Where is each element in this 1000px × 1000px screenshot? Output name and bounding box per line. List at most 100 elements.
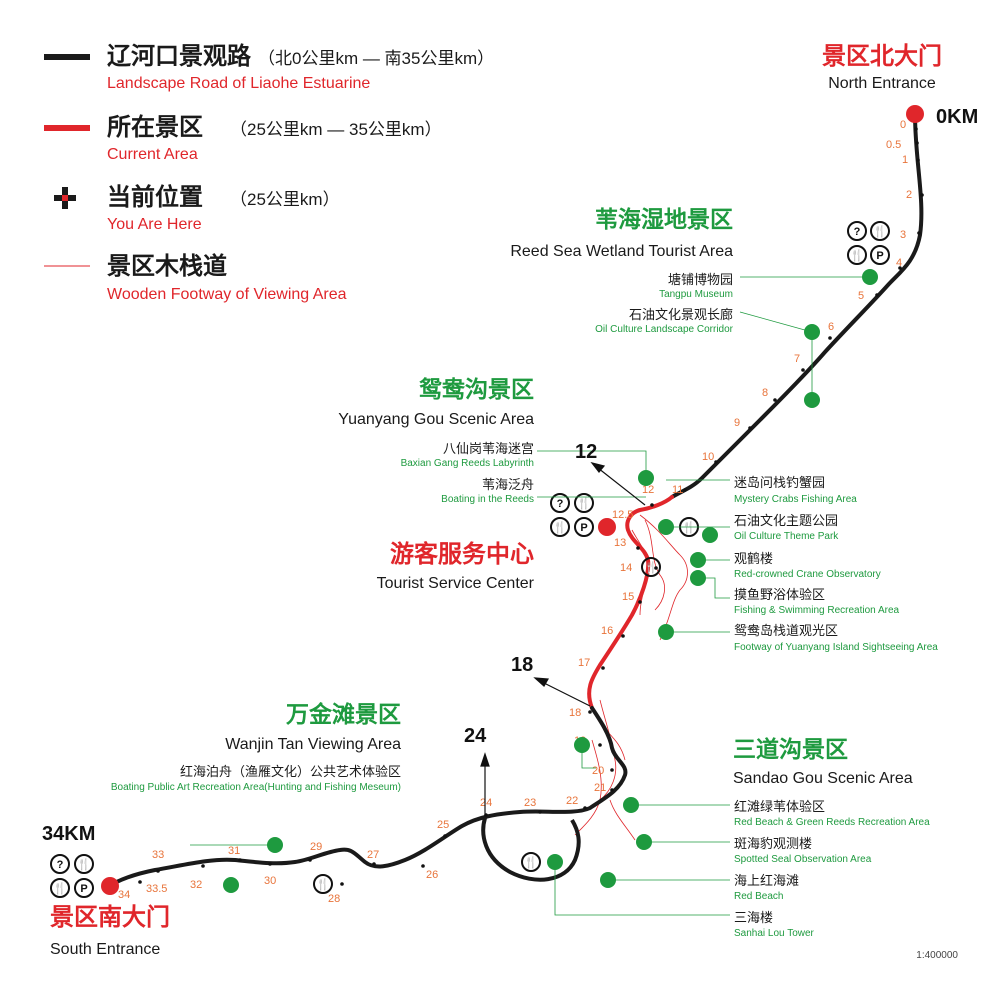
arrow-label-12: 12 [575,441,597,463]
legend: 辽河口景观路 （北0公里km — 南35公里km） Landscape Road… [44,42,494,303]
wanjin-area-cn: 万金滩景区 [286,701,401,727]
reed-sea-area-cn: 苇海湿地景区 [595,206,733,232]
km-8: 8 [762,387,768,399]
km-18: 18 [569,707,581,719]
north-entrance-en: North Entrance [828,75,936,92]
food-icon: 🍴 [644,561,658,574]
facility-icon-glyphs: ? 🍴 🍴 P ? 🍴 🍴 P 🍴 🍴 ? 🍴 🍴 P 🍴 🍴 [53,225,887,895]
km-26: 26 [426,869,438,881]
south-entrance-cn: 景区南大门 [50,903,170,931]
km-21: 21 [594,782,606,794]
poi-fishing-en: Fishing & Swimming Recreation Area [734,605,900,616]
parking-icon: P [876,250,883,262]
sandao-area-cn: 三道沟景区 [733,736,848,762]
parking-icon: P [80,883,87,895]
km-14: 14 [620,562,632,574]
reed-sea-area-en: Reed Sea Wetland Tourist Area [510,243,733,260]
legend-road-range: （北0公里km — 南35公里km） [258,49,494,68]
km-29: 29 [310,841,322,853]
km-10: 10 [702,451,714,463]
poi-sanhai-en: Sanhai Lou Tower [734,928,815,939]
legend-here-en: You Are Here [107,216,202,233]
south-entrance: 34KM 景区南大门 South Entrance [42,823,170,958]
poi-footway-island-en: Footway of Yuanyang Island Sightseeing A… [734,642,938,653]
poi-red-beach-cn: 海上红海滩 [734,873,799,888]
km-33: 33 [152,849,164,861]
poi-sanhai-cn: 三海楼 [734,910,773,925]
poi-labels: 塘铺博物园 Tangpu Museum 石油文化景观长廊 Oil Culture… [111,272,938,939]
poi-crane-en: Red-crowned Crane Observatory [734,569,881,580]
food-icon: 🍴 [77,858,91,871]
poi-labyrinth-cn: 八仙岗苇海迷宫 [443,441,534,456]
km-16: 16 [601,625,613,637]
food-icon: 🍴 [682,521,696,534]
road-black-north [670,112,924,499]
legend-current-range: （25公里km — 35公里km） [230,120,442,139]
legend-road-en: Landscape Road of Liaohe Estuarine [107,75,370,92]
legend-here-range: （25公里km） [230,190,340,209]
wanjin-area-en: Wanjin Tan Viewing Area [225,736,401,753]
km-12: 12 [642,484,654,496]
poi-red-beach-reeds-cn: 红滩绿苇体验区 [734,799,825,814]
km-30: 30 [264,875,276,887]
km-15: 15 [622,591,634,603]
km-20: 20 [592,765,604,777]
you-are-here-dot [598,518,616,536]
poi-crabs-en: Mystery Crabs Fishing Area [734,494,857,505]
poi-dots [223,269,878,893]
poi-red-beach-reeds-en: Red Beach & Green Reeds Recreation Area [734,817,930,828]
legend-footway-cn: 景区木栈道 [107,252,227,280]
north-entrance-cn: 景区北大门 [822,42,942,70]
legend-here-cn: 当前位置 [107,183,203,211]
poi-oil-park-cn: 石油文化主题公园 [734,513,838,528]
service-center-en: Tourist Service Center [377,575,535,592]
sandao-area-en: Sandao Gou Scenic Area [733,770,913,787]
arrow-label-18: 18 [511,654,533,676]
legend-road-cn: 辽河口景观路 [107,42,252,70]
info-icon: ? [57,859,64,871]
km-12-5: 12.5 [612,509,633,521]
food-icon: 🍴 [524,856,538,869]
poi-boating-reeds-cn: 苇海泛舟 [482,477,534,492]
km-9: 9 [734,417,740,429]
km-23: 23 [524,797,536,809]
km-0-5: 0.5 [886,139,901,151]
food-icon: 🍴 [53,882,67,895]
north-km-label: 0KM [936,106,978,128]
legend-footway-en: Wooden Footway of Viewing Area [107,286,347,303]
km-17: 17 [578,657,590,669]
km-11: 11 [672,484,683,496]
food-icon: 🍴 [577,497,591,510]
poi-boating-art-en: Boating Public Art Recreation Area(Hunti… [111,782,401,793]
food-icon: 🍴 [850,249,864,262]
km-1: 1 [902,154,908,166]
poi-seal-en: Spotted Seal Observation Area [734,854,872,865]
poi-boating-art-cn: 红海泊舟（渔雁文化）公共艺术体验区 [180,764,401,779]
poi-footway-island-cn: 鸳鸯岛栈道观光区 [734,623,838,638]
km-22: 22 [566,795,578,807]
food-icon: 🍴 [553,521,567,534]
legend-current-en: Current Area [107,146,198,163]
south-km-label: 34KM [42,823,95,845]
yuanyang-area-en: Yuanyang Gou Scenic Area [338,411,534,428]
service-center-cn: 游客服务中心 [390,540,534,568]
km-24: 24 [480,797,492,809]
km-0: 0 [900,119,906,131]
north-entrance: 景区北大门 North Entrance 0KM [822,42,978,128]
km-31: 31 [228,845,240,857]
poi-red-beach-en: Red Beach [734,891,783,902]
direction-arrows [480,461,646,815]
km-3: 3 [900,229,906,241]
road-red-current [587,495,674,710]
poi-seal-cn: 斑海豹观测楼 [734,836,812,851]
poi-oil-park-en: Oil Culture Theme Park [734,531,839,542]
km-4: 4 [896,257,902,269]
km-27: 27 [367,849,379,861]
km-25: 25 [437,819,449,831]
facility-icons [50,221,890,898]
area-titles: 苇海湿地景区 Reed Sea Wetland Tourist Area 鸳鸯沟… [225,206,913,787]
poi-oil-corridor-en: Oil Culture Landscape Corridor [595,324,734,335]
poi-labyrinth-en: Baxian Gang Reeds Labyrinth [401,458,534,469]
